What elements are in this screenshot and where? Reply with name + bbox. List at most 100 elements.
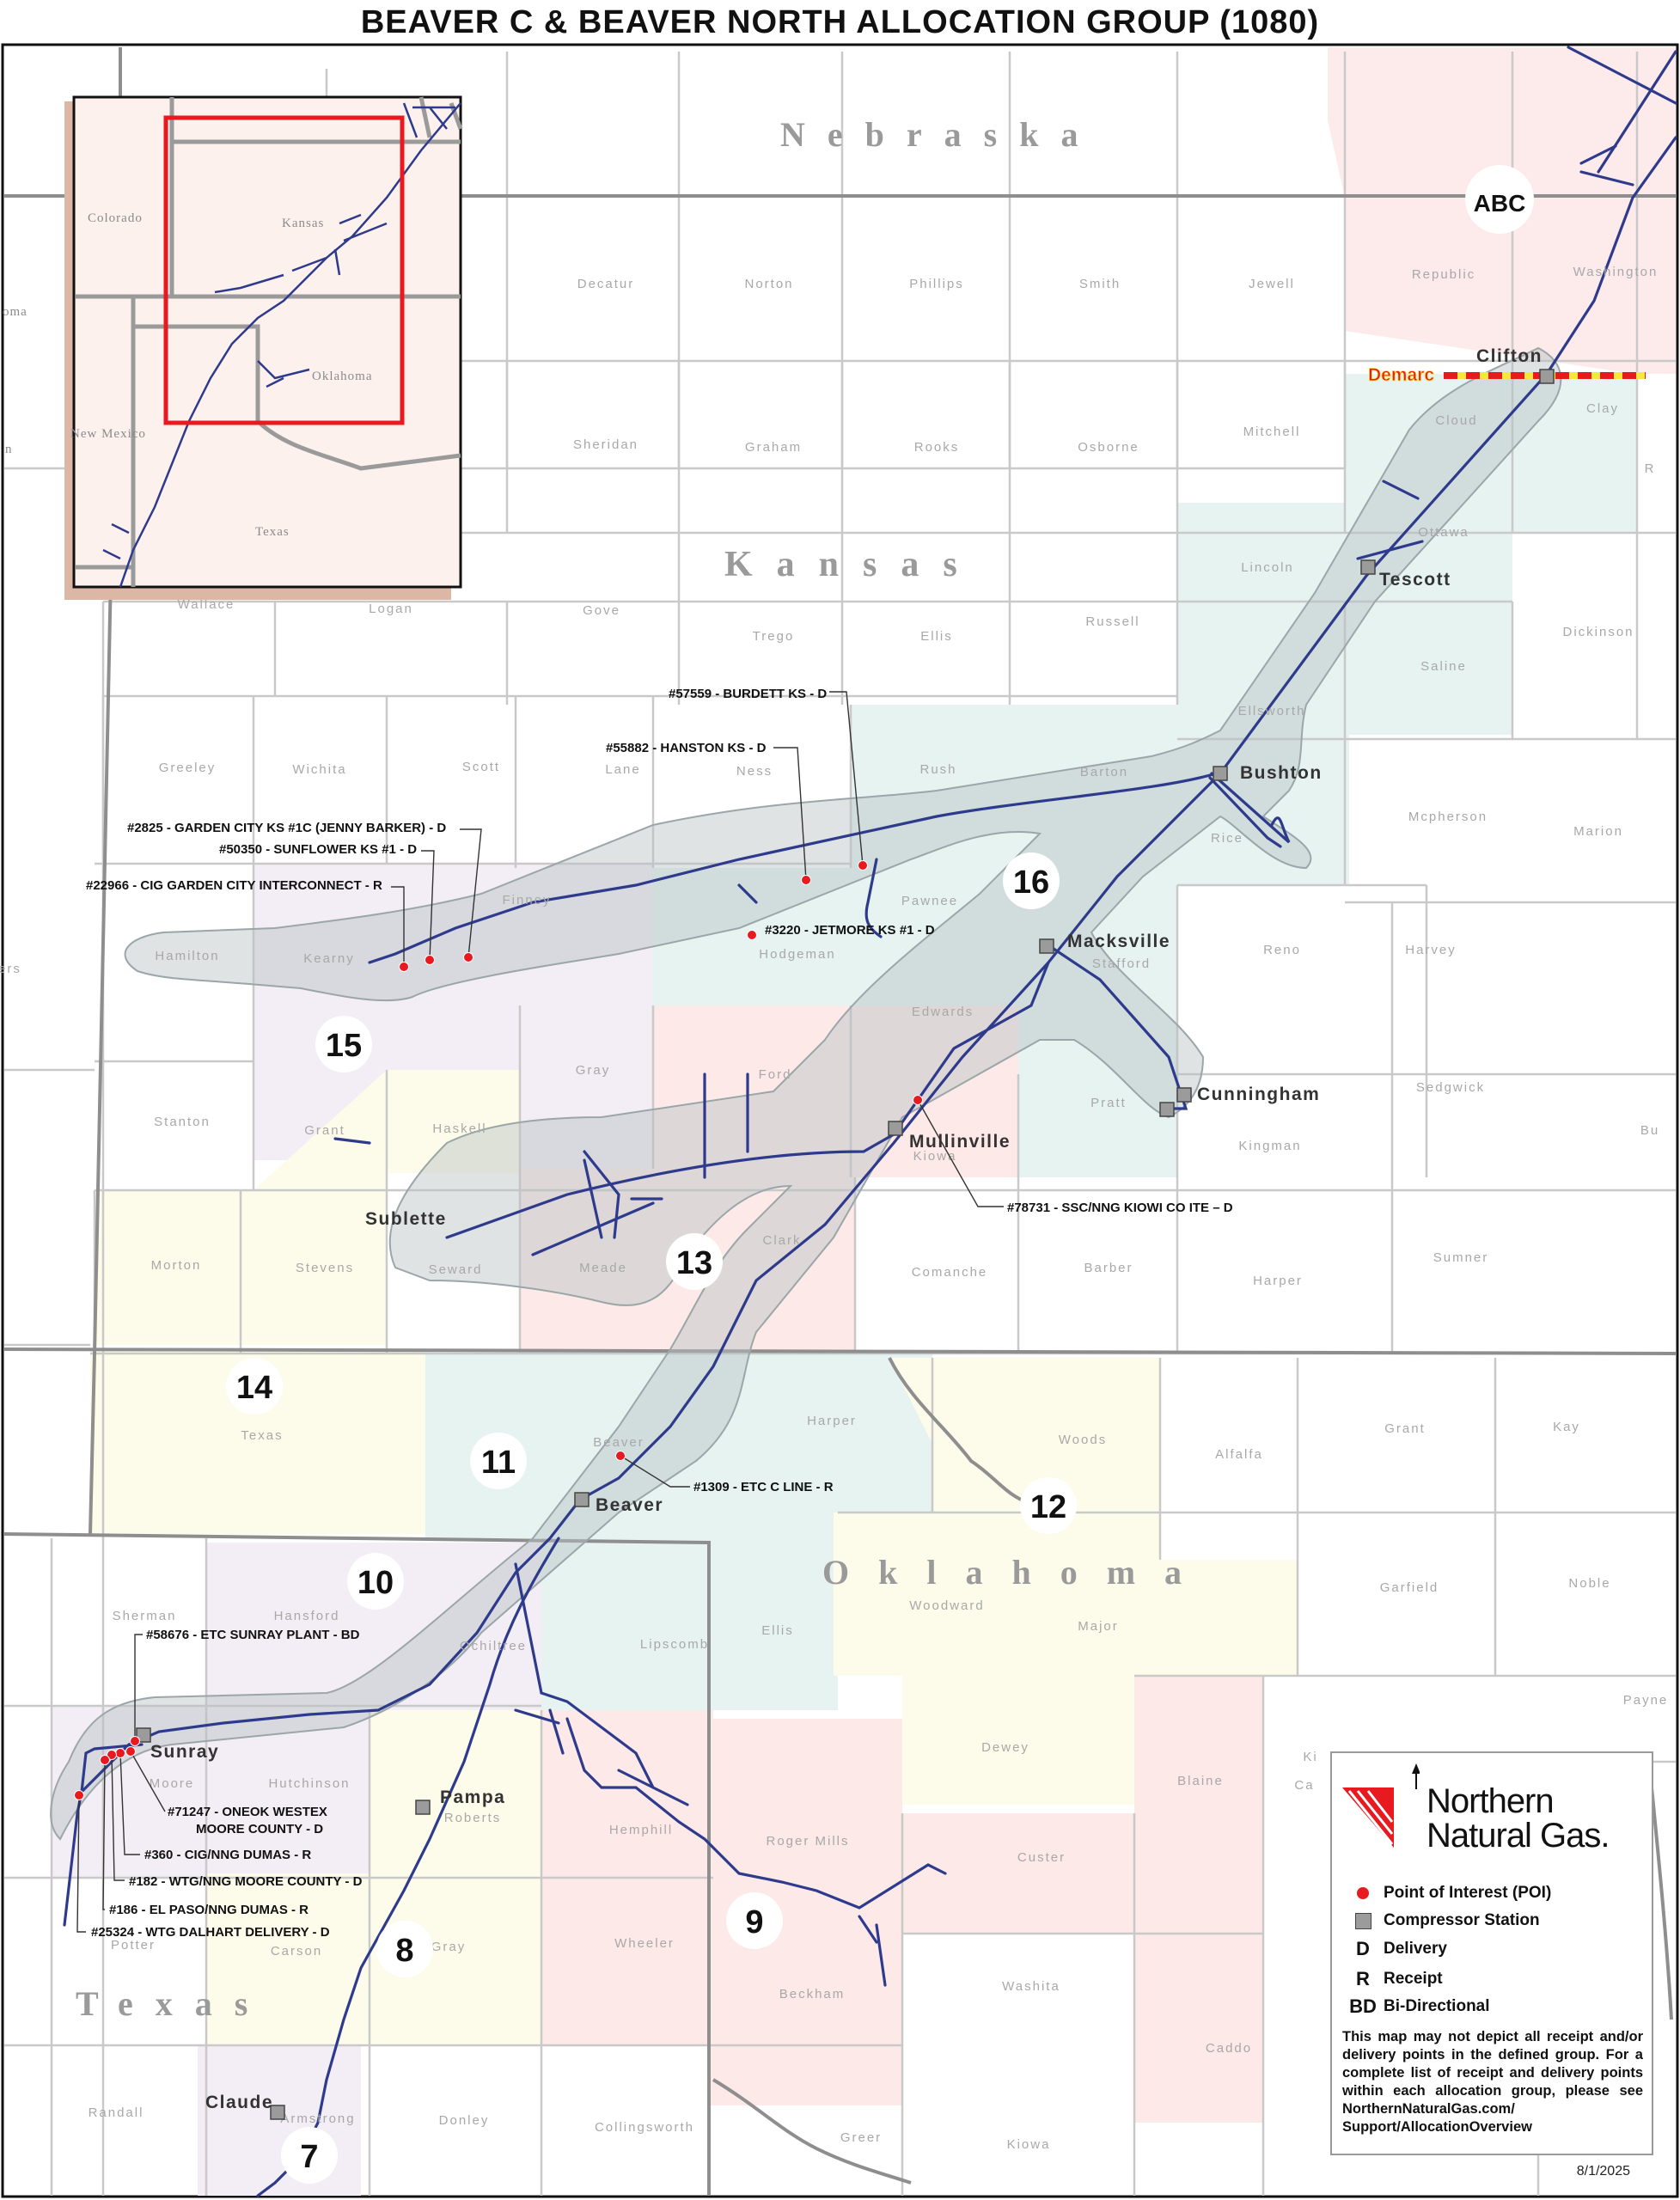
company-name-line1: Northern (1426, 1782, 1555, 1820)
poi-point: #78731 - SSC/NNG KIOWI CO ITE – D (913, 1095, 1233, 1215)
inset-label-n: n (5, 443, 13, 456)
county-label: Osborne (1078, 440, 1139, 455)
company-name: Northern Natural Gas. (1426, 1784, 1610, 1853)
poi-point: #1309 - ETC C LINE - R (615, 1451, 834, 1494)
poi-label: #25324 - WTG DALHART DELIVERY - D (91, 1925, 330, 1940)
county-label: Clark (762, 1233, 801, 1248)
county-label: Clay (1586, 401, 1619, 416)
county-label: Edwards (912, 1005, 974, 1019)
county-label: Major (1078, 1619, 1119, 1634)
county-label: R (1645, 461, 1656, 476)
inset-label-new-mexico: New Mexico (70, 427, 146, 441)
poi-dot-icon (747, 930, 757, 940)
county-label: Norton (744, 277, 793, 291)
county-label: Kay (1553, 1420, 1580, 1434)
county-label: Woods (1059, 1433, 1107, 1447)
legend-label-poi: Point of Interest (POI) (1384, 1884, 1552, 1902)
county-label: Ellis (761, 1623, 794, 1638)
county-label: Comanche (912, 1265, 988, 1280)
county-label: Sedgwick (1416, 1080, 1485, 1095)
poi-point: #58676 - ETC SUNRAY PLANT - BD (130, 1628, 360, 1746)
county-label: Hemphill (609, 1823, 673, 1837)
county-label: Ellis (920, 629, 953, 644)
poi-dot-icon (913, 1095, 923, 1105)
poi-point: #182 - WTG/NNG MOORE COUNTY - D (107, 1750, 363, 1889)
county-label: Marion (1573, 824, 1623, 839)
county-label: Hodgeman (759, 947, 835, 962)
inset-label-kansas: Kansas (282, 217, 324, 230)
station-label: Beaver (596, 1495, 663, 1515)
compressor-station: Clifton (1476, 346, 1555, 384)
county-label: Harvey (1405, 943, 1457, 957)
county-label: Hutchinson (268, 1776, 350, 1791)
county-label: Beckham (779, 1987, 846, 2001)
poi-dot-icon (125, 1746, 136, 1757)
station-label: Claude (205, 2093, 273, 2112)
poi-dot-icon (130, 1736, 140, 1746)
zone-label: 15 (326, 1028, 362, 1064)
zone-label: 10 (357, 1565, 394, 1601)
county-label: Dewey (981, 1740, 1029, 1755)
company-name-line2: Natural Gas. (1426, 1817, 1610, 1855)
county-label: Scott (462, 760, 500, 774)
county-label: Jewell (1249, 277, 1295, 291)
poi-label: #57559 - BURDETT KS - D (669, 687, 827, 701)
zone-marker: 16 (1003, 852, 1060, 909)
county-label: Logan (369, 602, 413, 616)
county-label: Collingsworth (595, 2120, 694, 2135)
legend-label-compressor: Compressor Station (1384, 1911, 1540, 1929)
county-label: Grant (1384, 1421, 1426, 1436)
poi-label: MOORE COUNTY - D (196, 1822, 323, 1836)
compressor-square-icon (136, 1727, 151, 1743)
county-label: Russell (1085, 614, 1139, 629)
poi-point: #25324 - WTG DALHART DELIVERY - D (74, 1790, 330, 1940)
county-label: Gove (583, 603, 620, 618)
county-label: Pratt (1090, 1096, 1127, 1110)
county-label: Ellsworth (1238, 704, 1306, 718)
compressor-station: Macksville (1039, 932, 1170, 954)
poi-dot-icon (74, 1790, 84, 1800)
legend-item-poi: Point of Interest (POI) (1342, 1884, 1551, 1903)
county-label: Greeley (159, 761, 217, 775)
compressor-station: Cunningham (1159, 1085, 1319, 1117)
county-label: Smith (1079, 277, 1121, 291)
legend-item-compressor: Compressor Station (1342, 1911, 1540, 1930)
inset-label-texas: Texas (255, 525, 290, 539)
poi-dot-icon (399, 962, 409, 972)
county-label: Washington (1573, 265, 1659, 279)
zone-label: 11 (481, 1445, 516, 1481)
county-label: Decatur (577, 277, 635, 291)
station-label: Bushton (1240, 763, 1323, 783)
county-label: Wallace (178, 597, 235, 612)
legend-label-receipt: Receipt (1384, 1970, 1443, 1988)
zone-label: 12 (1030, 1489, 1066, 1525)
compressor-square-icon (1360, 559, 1376, 575)
county-label: Noble (1568, 1576, 1610, 1591)
county-label: Cloud (1435, 413, 1477, 428)
map-title: BEAVER C & BEAVER NORTH ALLOCATION GROUP… (360, 4, 1320, 40)
poi-dot-icon (858, 860, 868, 871)
zone-label: ABC (1474, 190, 1526, 217)
county-label: Greer (840, 2130, 882, 2145)
compressor-station: Tescott (1360, 559, 1450, 590)
poi-label: #50350 - SUNFLOWER KS #1 - D (219, 842, 417, 857)
legend-label-delivery: Delivery (1384, 1940, 1447, 1958)
poi-point: #55882 - HANSTON KS - D (606, 741, 811, 885)
compressor-square-icon (1039, 938, 1054, 954)
county-label: Trego (753, 629, 795, 644)
county-label: Graham (745, 440, 802, 455)
poi-points: #57559 - BURDETT KS - D #55882 - HANSTON … (74, 687, 1233, 1940)
zone-marker: 8 (376, 1921, 433, 1977)
zone-label: 16 (1013, 865, 1049, 901)
compressor-stations: CliftonTescottBushtonMacksvilleCunningha… (136, 346, 1555, 2120)
compressor-square-icon (1159, 1102, 1175, 1117)
county-label: Harper (1253, 1274, 1303, 1288)
county-label: Ness (736, 764, 773, 779)
county-label: Barton (1080, 765, 1128, 779)
county-label: Ki (1303, 1750, 1317, 1764)
county-label: Payne (1623, 1693, 1669, 1708)
zone-marker: 7 (281, 2127, 338, 2184)
